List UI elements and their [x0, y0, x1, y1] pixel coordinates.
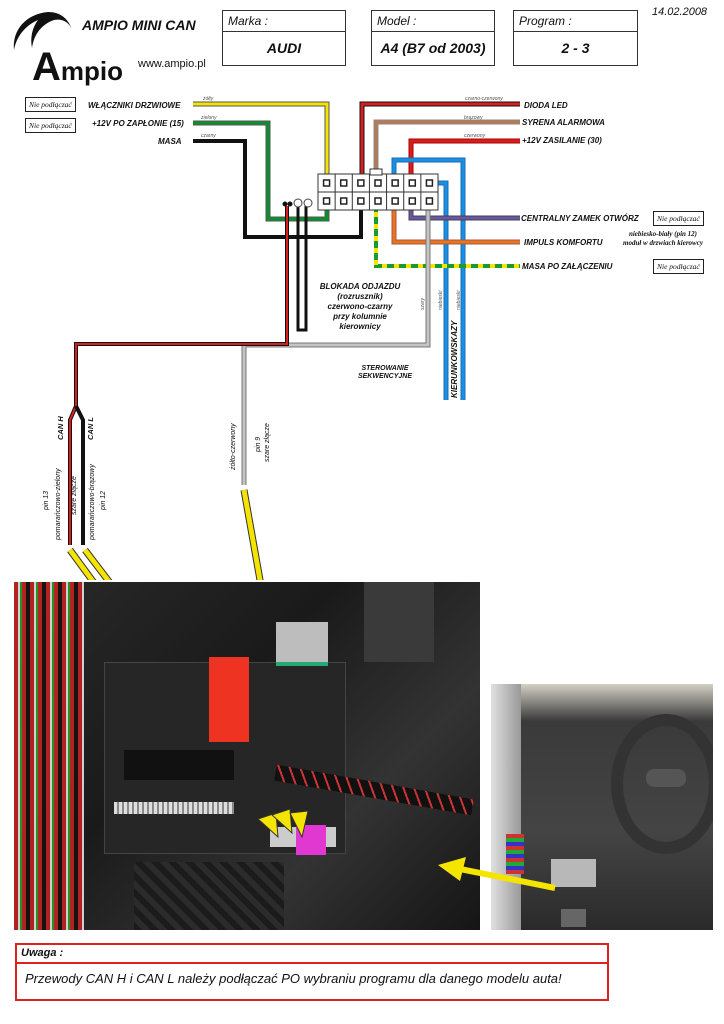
- connector-pin: [322, 179, 331, 187]
- arrow-to-module-icon: [438, 857, 556, 891]
- program-label: Program :: [514, 11, 637, 32]
- comfort-note: niebiesko-biały (pin 12)moduł w drzwiach…: [623, 230, 703, 247]
- arrow-heads-icon: [257, 808, 309, 839]
- wire-color-label: czarny: [201, 133, 216, 139]
- label-ground-switched: MASA PO ZAŁĄCZENIU: [522, 262, 613, 271]
- wire-can-l: [74, 405, 85, 545]
- label-alarm-siren: SYRENA ALARMOWA: [522, 118, 605, 127]
- connector-pin: [408, 179, 417, 187]
- wire-color-label: zielony: [201, 115, 217, 121]
- label-led-diode: DIODA LED: [524, 101, 568, 110]
- wire-green-yellow: [374, 200, 520, 268]
- program-value: 2 - 3: [561, 40, 590, 56]
- wire-color-label: żółty: [203, 96, 214, 102]
- can-h-color: pomarańczowo-zielony: [55, 468, 62, 540]
- model-value: A4 (B7 od 2003): [380, 40, 486, 56]
- pointer-arrows: [67, 489, 264, 580]
- can-l-label: CAN L: [86, 417, 95, 440]
- label-ground: MASA: [158, 137, 182, 146]
- label-power-12v: +12V ZASILANIE (30): [522, 136, 602, 145]
- wire-color-label: brązowy: [464, 115, 483, 121]
- photo-car-interior-dashboard: [491, 684, 713, 930]
- do-not-connect-badge: Nie podłączać: [653, 211, 704, 226]
- immobilizer-label: BLOKADA ODJAZDU(rozrusznik)czerwono-czar…: [319, 282, 401, 331]
- can-h-label: CAN H: [56, 416, 65, 440]
- label-comfort-impulse: IMPULS KOMFORTU: [524, 238, 603, 247]
- connector-pin: [425, 179, 434, 187]
- pin9-label: pin 9: [255, 436, 262, 452]
- model-label: Model :: [372, 11, 494, 32]
- product-title: AMPIO MINI CAN: [82, 17, 196, 33]
- wiring-diagram: [67, 101, 520, 580]
- can-connector-name: szare złącze: [71, 476, 78, 515]
- can-h-pin: pin 13: [43, 490, 50, 510]
- program-box: Program : 2 - 3: [513, 10, 638, 66]
- label-ignition-12v: +12V PO ZAPŁONIE (15): [92, 119, 184, 128]
- connector-pin: [374, 197, 382, 205]
- warning-box: Uwaga : Przewody CAN H i CAN L należy po…: [15, 943, 609, 1001]
- make-label: Marka :: [223, 11, 345, 32]
- connector-pin: [357, 179, 365, 187]
- connector-pin: [339, 179, 348, 187]
- document-date: 14.02.2008: [652, 6, 708, 18]
- wire-black: [193, 139, 363, 239]
- wire-color-label: niebieski: [438, 290, 444, 310]
- ampio-logo-swoosh-icon: [13, 12, 72, 50]
- make-value: AUDI: [266, 40, 302, 56]
- connector-block: [317, 168, 439, 211]
- pin9-connector: szare złącze: [264, 423, 271, 462]
- connector-pin: [339, 197, 348, 205]
- wire-color-label: niebieski: [456, 290, 462, 310]
- label-central-lock: CENTRALNY ZAMEK OTWÓRZ: [521, 214, 639, 223]
- connector-pin: [391, 179, 399, 187]
- wire-color-label: szary: [420, 298, 426, 310]
- warning-title: Uwaga :: [17, 945, 607, 964]
- can-l-color: pomarańczowo-brązowy: [89, 464, 96, 540]
- model-box: Model : A4 (B7 od 2003): [371, 10, 495, 66]
- do-not-connect-badge: Nie podłączać: [25, 97, 76, 112]
- turn-signals-label: KIERUNKOWSKAZY: [450, 320, 459, 398]
- connector-pin: [322, 197, 331, 205]
- wire-brown: [373, 119, 520, 182]
- wire-color-label: czerwony: [464, 133, 486, 139]
- do-not-connect-badge: Nie podłączać: [653, 259, 704, 274]
- connector-pin: [425, 197, 434, 205]
- make-box: Marka : AUDI: [222, 10, 346, 66]
- pin9-color: żółto-czerwony: [230, 423, 237, 470]
- wire-immobilizer: [296, 206, 308, 332]
- can-l-pin: pin 12: [100, 490, 107, 510]
- label-door-switches: WŁĄCZNIKI DRZWIOWE: [88, 101, 181, 110]
- wire-color-label: czarno-czerwony: [465, 96, 503, 102]
- do-not-connect-badge: Nie podłączać: [25, 118, 76, 133]
- connector-pin: [374, 179, 382, 187]
- connector-pin: [357, 197, 365, 205]
- connector-pin: [391, 197, 399, 205]
- ampio-logo-text: Ampio: [32, 45, 123, 89]
- website-link[interactable]: www.ampio.pl: [138, 58, 206, 70]
- connector-pin: [408, 197, 417, 205]
- warning-text: Przewody CAN H i CAN L należy podłączać …: [25, 971, 562, 986]
- photo-engine-bay-module: [14, 582, 480, 930]
